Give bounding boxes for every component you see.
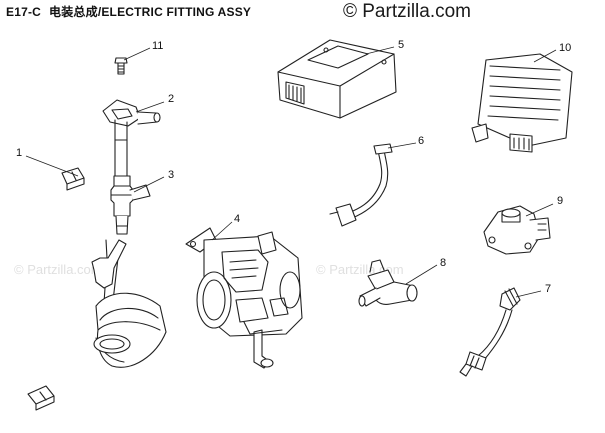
callout-6: 6 [418, 135, 425, 147]
leader-2 [135, 101, 165, 113]
callout-10: 10 [559, 42, 572, 54]
leader-10 [533, 49, 557, 63]
leader-lines [25, 46, 557, 298]
leader-11 [123, 47, 151, 61]
leader-4 [211, 221, 233, 241]
part-2-sensor [102, 99, 161, 127]
part-4-throttle-body [185, 227, 303, 369]
callout-9: 9 [557, 195, 564, 207]
callout-5: 5 [398, 39, 405, 51]
part-10-regulator [471, 53, 573, 153]
leader-6 [387, 142, 417, 149]
intake-hose [91, 239, 167, 368]
part-6-cable [329, 143, 393, 227]
leader-7 [515, 290, 542, 298]
callout-1: 1 [16, 147, 23, 159]
callout-3: 3 [168, 169, 175, 181]
watermark-main: © Partzilla.com [342, 1, 471, 22]
callout-11: 11 [152, 40, 164, 52]
part-8-regulator [358, 259, 418, 307]
leader-9 [525, 203, 554, 217]
diagram-title: E17-C 电装总成/ELECTRIC FITTING ASSY [6, 3, 251, 20]
part-5-ecu [277, 39, 397, 119]
part-7-o2-sensor [459, 287, 521, 377]
section-title: 电装总成/ELECTRIC FITTING ASSY [49, 5, 252, 19]
section-code: E17-C [6, 5, 42, 19]
leader-5 [365, 46, 395, 55]
callout-4: 4 [234, 213, 241, 225]
callout-8: 8 [440, 257, 447, 269]
part-11-bolt [114, 57, 128, 75]
watermark-faint-left: © Partzilla.com [14, 262, 102, 277]
part-3-injector [110, 175, 151, 235]
part-9-sensor [483, 205, 551, 255]
leader-8 [405, 264, 438, 285]
leader-1 [25, 155, 79, 177]
callout-2: 2 [168, 93, 175, 105]
loose-fitting [27, 385, 55, 411]
callout-7: 7 [545, 283, 552, 295]
leader-3 [133, 176, 165, 193]
